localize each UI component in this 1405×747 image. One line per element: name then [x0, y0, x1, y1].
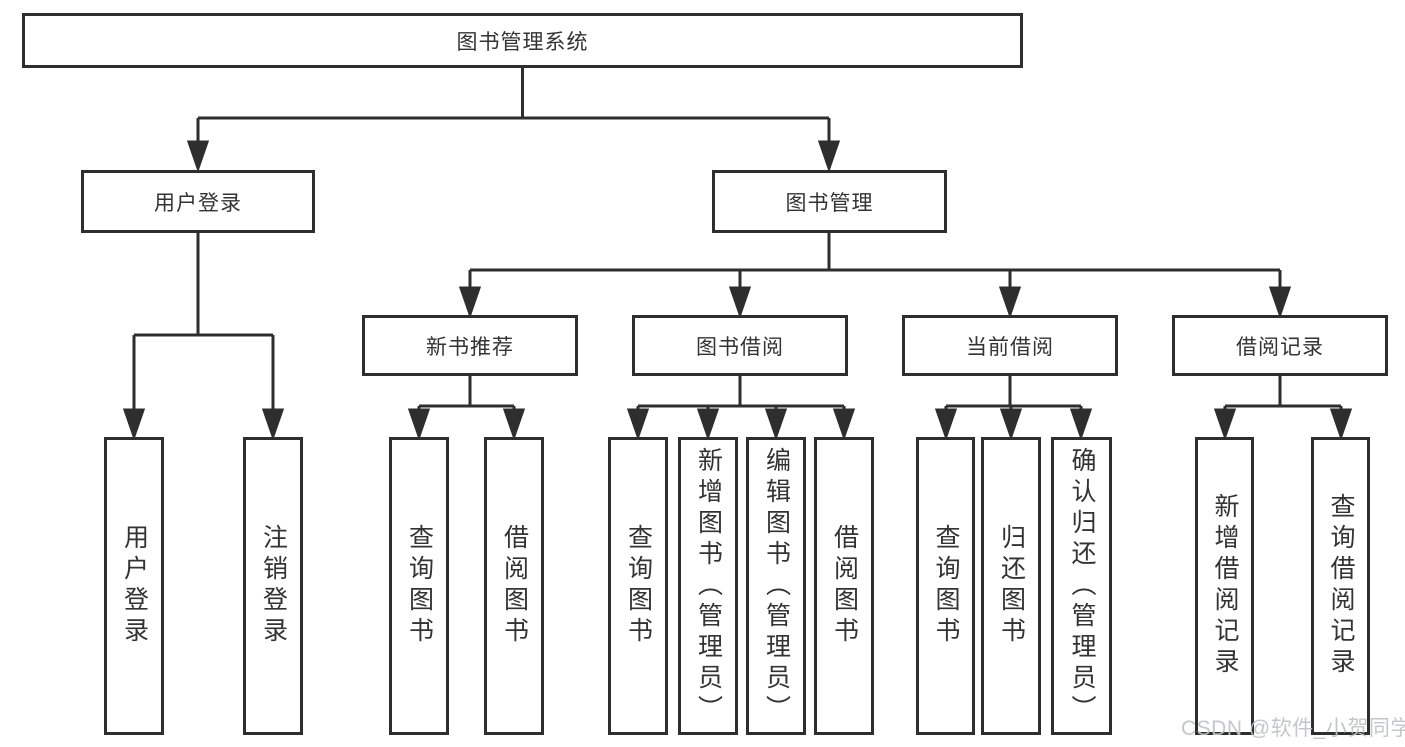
- leaf-label: 借阅图书: [830, 524, 859, 648]
- leaf-label: 借阅图书: [500, 524, 529, 648]
- leaf-label: 归还图书: [997, 524, 1026, 648]
- leaf-logout: 注销登录: [243, 437, 303, 735]
- leaf-query-books: 查询图书: [608, 437, 668, 735]
- leaf-query-books: 查询图书: [916, 437, 975, 735]
- connector-records-children: [1213, 376, 1353, 441]
- leaf-label: 编辑图书（管理员）: [762, 446, 791, 726]
- node-book-borrow: 图书借阅: [632, 315, 848, 376]
- leaf-label: 确认归还（管理员）: [1068, 446, 1096, 726]
- connector-user-login-children: [122, 233, 285, 441]
- connector-borrow-children: [626, 376, 856, 441]
- leaf-add-books-admin: 新增图书（管理员）: [678, 437, 738, 735]
- csdn-watermark: CSDN @软件_小贺同学: [1181, 717, 1405, 740]
- leaf-return-books: 归还图书: [981, 437, 1041, 735]
- leaf-label: 新增图书（管理员）: [694, 446, 723, 726]
- connector-book-mgmt-to-level3: [458, 233, 1292, 319]
- leaf-query-books: 查询图书: [389, 437, 449, 735]
- leaf-query-borrow-record: 查询借阅记录: [1311, 437, 1370, 735]
- leaf-label: 新增借阅记录: [1211, 493, 1239, 679]
- leaf-label: 注销登录: [259, 524, 288, 648]
- leaf-edit-books-admin: 编辑图书（管理员）: [746, 437, 806, 735]
- leaf-label: 用户登录: [120, 524, 149, 648]
- node-current-borrow: 当前借阅: [902, 315, 1118, 376]
- leaf-add-borrow-record: 新增借阅记录: [1195, 437, 1254, 735]
- node-borrow-records: 借阅记录: [1172, 315, 1388, 376]
- leaf-label: 查询图书: [932, 524, 960, 648]
- leaf-label: 查询图书: [624, 524, 653, 648]
- leaf-label: 查询借阅记录: [1327, 493, 1355, 679]
- leaf-confirm-return-admin: 确认归还（管理员）: [1051, 437, 1112, 735]
- connector-root-to-level2: [186, 68, 841, 173]
- leaf-user-login: 用户登录: [104, 437, 164, 735]
- connector-newbook-children: [407, 376, 526, 441]
- connector-current-children: [934, 376, 1093, 441]
- node-new-book-recommend: 新书推荐: [362, 315, 578, 376]
- node-root-system: 图书管理系统: [22, 13, 1023, 68]
- node-user-login: 用户登录: [81, 170, 315, 233]
- leaf-borrow-books: 借阅图书: [484, 437, 544, 735]
- leaf-borrow-books: 借阅图书: [814, 437, 874, 735]
- node-book-management: 图书管理: [712, 170, 947, 233]
- leaf-label: 查询图书: [405, 524, 434, 648]
